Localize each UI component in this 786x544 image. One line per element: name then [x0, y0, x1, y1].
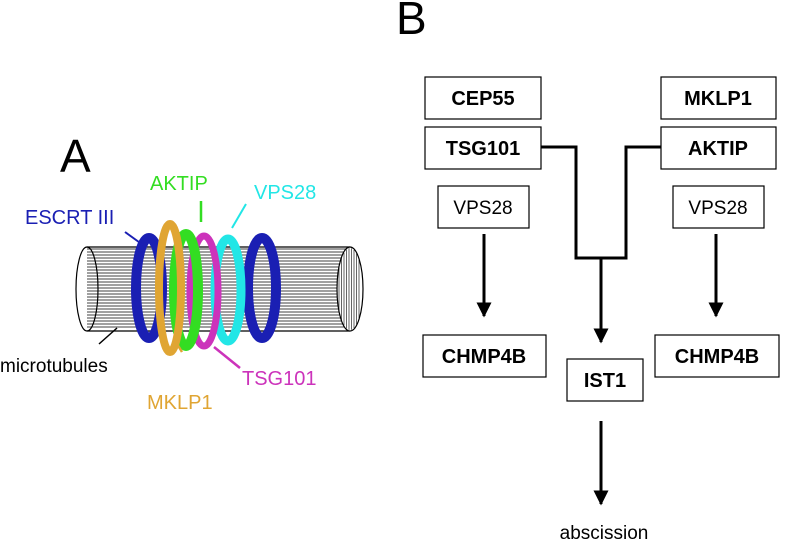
- vps28-label-left: VPS28: [453, 198, 512, 219]
- box-tsg101: TSG101: [424, 126, 542, 170]
- cep55-label: CEP55: [451, 88, 514, 110]
- tsg101-ring: [186, 232, 222, 350]
- panel-b: B CEP55 MKLP1 TSG101 AKTIP VPS28: [396, 0, 780, 544]
- box-chmp4b-right: CHMP4B: [654, 334, 780, 378]
- tsg101-label-b: TSG101: [446, 138, 520, 160]
- microtubule-end-stripes: [338, 248, 360, 330]
- panel-a-letter: A: [60, 130, 91, 182]
- tsg101-label-a: TSG101: [242, 368, 316, 390]
- box-vps28-right: VPS28: [672, 185, 765, 229]
- escrt-iii-label: ESCRT III: [25, 207, 114, 229]
- aktip-label-b: AKTIP: [688, 138, 748, 160]
- aktip-label-a: AKTIP: [150, 173, 208, 195]
- vps28-label-right: VPS28: [688, 198, 747, 219]
- box-cep55: CEP55: [424, 76, 542, 120]
- convergence-connector: [541, 145, 661, 260]
- box-aktip: AKTIP: [660, 126, 777, 170]
- panel-a: A ESCRT III: [0, 130, 364, 414]
- box-mklp1: MKLP1: [660, 76, 777, 120]
- microtubule-end-left: [75, 246, 99, 332]
- rings: [131, 220, 281, 356]
- aktip-ring: [169, 229, 203, 351]
- ist1-label: IST1: [584, 370, 626, 392]
- vps28-label-a: VPS28: [254, 182, 316, 204]
- connectors: [476, 145, 724, 506]
- box-vps28-left: VPS28: [437, 185, 530, 229]
- mklp1-ring: [155, 220, 185, 356]
- escrt-ring-right: [243, 233, 281, 343]
- leader-lines: [98, 201, 247, 369]
- chmp4b-label-left: CHMP4B: [442, 346, 526, 368]
- box-ist1: IST1: [566, 358, 644, 402]
- box-chmp4b-left: CHMP4B: [422, 334, 547, 378]
- abscission-label: abscission: [560, 523, 649, 544]
- mklp1-label-a: MKLP1: [147, 392, 213, 414]
- chmp4b-label-right: CHMP4B: [675, 346, 759, 368]
- microtubules-label: microtubules: [0, 356, 108, 377]
- panel-b-letter: B: [396, 0, 427, 44]
- mklp1-label-b: MKLP1: [684, 88, 752, 110]
